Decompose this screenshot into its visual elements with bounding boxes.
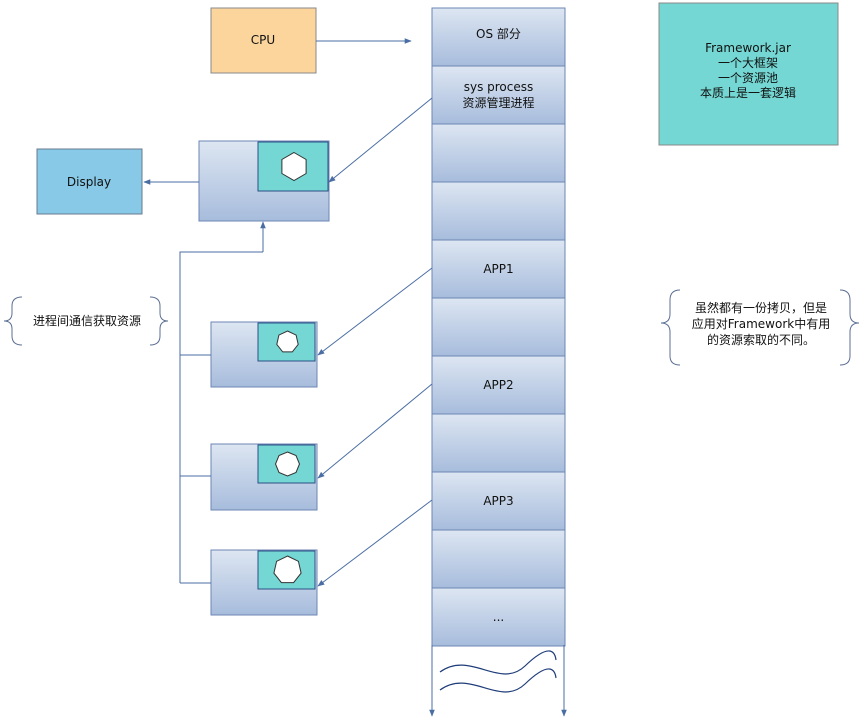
stack-cell-box — [431, 413, 566, 473]
stack-break — [429, 645, 567, 717]
sys-process-mapping-arrow — [328, 97, 433, 183]
wave-line-bottom — [439, 668, 557, 693]
app3-window — [210, 549, 318, 616]
framework-line-1: Framework.jar — [705, 41, 791, 55]
stack-cell — [431, 297, 566, 357]
stack-cell-box — [431, 355, 566, 415]
display-label: Display — [67, 175, 111, 189]
polygon-icon — [276, 330, 299, 353]
framework-line-4: 本质上是一套逻辑 — [700, 86, 796, 100]
stack-cell-box — [431, 123, 566, 183]
stack-cell-label: APP2 — [483, 378, 513, 392]
app1-mapping-arrow — [317, 267, 433, 356]
stack-cell-label: ... — [493, 610, 504, 624]
copy-note-line-3: 的资源索取的不同。 — [707, 332, 815, 347]
copy-note-line-2: 应用对Framework中有用 — [692, 316, 830, 331]
stack-cell-label: APP3 — [483, 494, 513, 508]
stack-cell — [431, 123, 566, 183]
polygon-icon — [274, 451, 301, 477]
right-brace-open — [660, 289, 681, 366]
stack-cell-box — [431, 529, 566, 589]
app2-mapping-arrow — [317, 383, 433, 479]
copy-note-line-1: 虽然都有一份拷贝，但是 — [695, 300, 827, 315]
app2-window — [210, 443, 318, 511]
stack-cell — [431, 181, 566, 241]
right-brace-close — [839, 289, 860, 366]
left-brace-close — [149, 296, 169, 346]
ipc-connectors — [179, 221, 266, 584]
stack-cell: ... — [431, 587, 566, 647]
stack-cell-label: 资源管理进程 — [462, 95, 534, 110]
stack-cell-box — [431, 7, 566, 67]
framework-node: Framework.jar 一个大框架 一个资源池 本质上是一套逻辑 — [658, 2, 839, 146]
stack-cell-box — [431, 239, 566, 299]
stack-cell-box — [431, 65, 566, 125]
cpu-node: CPU — [210, 7, 317, 74]
stack-cell-label: APP1 — [483, 262, 513, 276]
stack-cell — [431, 413, 566, 473]
stack-cell-label: sys process — [464, 80, 534, 94]
app1-window — [210, 321, 318, 388]
ipc-trunk-line — [179, 251, 263, 583]
polygon-icon — [281, 151, 307, 182]
stack-cell-box — [431, 587, 566, 647]
wave-line-top — [439, 650, 557, 675]
stack-cell: APP2 — [431, 355, 566, 415]
stack-cell — [431, 529, 566, 589]
stack-cell: OS 部分 — [431, 7, 566, 67]
copy-annotation: 虽然都有一份拷贝，但是 应用对Framework中有用 的资源索取的不同。 — [660, 289, 860, 366]
stack-cell-box — [431, 181, 566, 241]
stack-cell: APP3 — [431, 471, 566, 531]
ipc-annotation: 进程间通信获取资源 — [3, 296, 169, 346]
left-brace-open — [3, 296, 23, 346]
ipc-annotation-text: 进程间通信获取资源 — [33, 313, 141, 328]
sys-process-window — [198, 140, 330, 222]
polygon-icon — [273, 555, 302, 584]
stack-cell: APP1 — [431, 239, 566, 299]
display-node: Display — [36, 148, 143, 215]
framework-line-2: 一个大框架 — [718, 56, 778, 70]
stack-cell-box — [431, 297, 566, 357]
mapping-arrows — [317, 97, 433, 587]
app3-mapping-arrow — [317, 499, 433, 587]
stack-cell-label: OS 部分 — [476, 26, 521, 41]
stack-cell-box — [431, 471, 566, 531]
cpu-label: CPU — [251, 33, 275, 47]
framework-line-3: 一个资源池 — [718, 71, 778, 85]
process-windows — [198, 140, 330, 616]
